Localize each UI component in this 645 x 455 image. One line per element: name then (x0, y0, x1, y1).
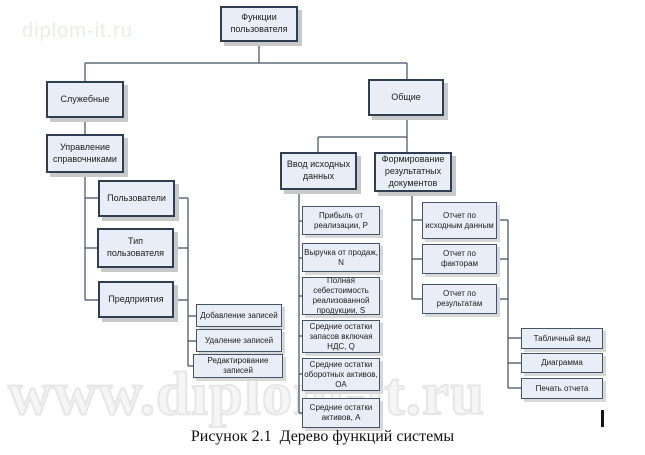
node-polzovateli: Пользователи (98, 180, 175, 217)
node-tablichny-vid: Табличный вид (521, 328, 603, 349)
node-otchet-iskhodnym: Отчет по исходным данным (422, 202, 497, 239)
node-oborotnye-aktivy: Средние остатки оборотных активов, ОА (302, 358, 380, 391)
node-root: Функции пользователя (220, 6, 298, 42)
figure-caption: Рисунок 2.1 Дерево функций системы (190, 428, 455, 445)
node-zapasy-nds: Средние остатки запасов включая НДС, Q (302, 320, 380, 353)
node-upravlenie-spravochnikami: Управление справочниками (46, 134, 124, 173)
node-aktivy: Средние остатки активов, А (302, 398, 380, 428)
node-tip-polzovatelya: Тип пользователя (97, 228, 174, 268)
node-predpriyatiya: Предприятия (98, 281, 174, 318)
node-obshchie: Общие (368, 79, 444, 116)
node-sebestoimost: Полная себестоимость реализованной проду… (302, 276, 380, 315)
node-diagramma: Диаграмма (521, 353, 603, 373)
node-dobavlenie-zapisey: Добавление записей (196, 304, 282, 327)
node-pechat-otcheta: Печать отчета (521, 378, 603, 399)
watermark-corner: diplom-it.ru (22, 20, 133, 42)
node-vyruchka: Выручка от продаж, N (302, 243, 380, 272)
text-cursor (601, 410, 604, 427)
node-formirovanie-dokumentov: Формирование результатных документов (374, 152, 452, 192)
node-sluzhebnye: Служебные (46, 81, 124, 118)
node-udalenie-zapisey: Удаление записей (196, 329, 282, 352)
node-redaktirovanie-zapisey: Редактирование записей (193, 354, 283, 378)
node-pribyl: Прибыль от реализации, Р (302, 206, 380, 235)
node-vvod-iskhodnykh-dannykh: Ввод исходных данных (280, 152, 357, 190)
node-otchet-rezultatam: Отчет по результатам (422, 284, 497, 314)
node-otchet-faktoram: Отчет по факторам (422, 244, 497, 274)
